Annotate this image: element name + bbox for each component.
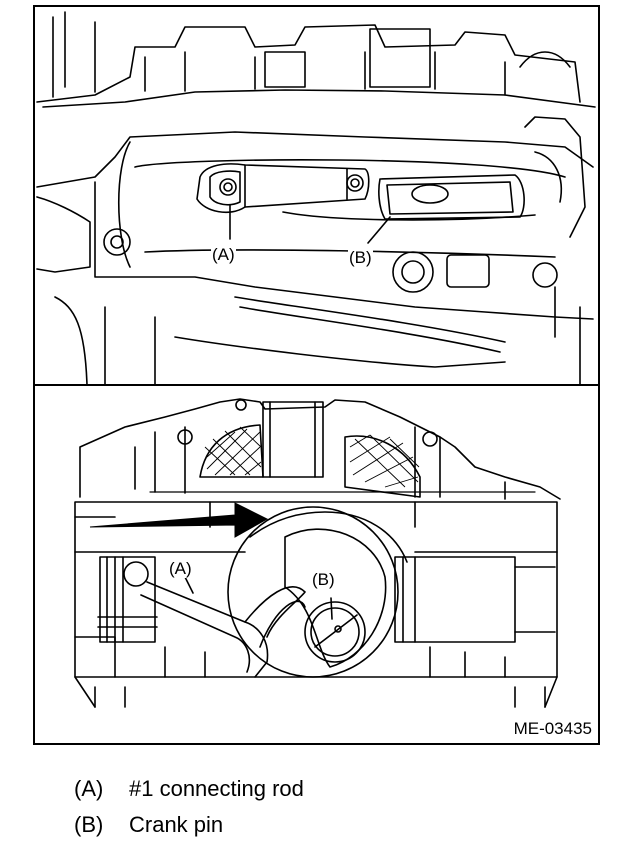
figure-id: ME-03435	[513, 719, 592, 738]
direction-arrow	[89, 502, 269, 538]
top-callout-b: (B)	[348, 248, 373, 267]
legend-text: #1 connecting rod	[129, 776, 304, 801]
hatch-pattern	[204, 426, 420, 488]
bottom-callout-a: (A)	[168, 559, 193, 578]
legend-text: Crank pin	[129, 812, 224, 837]
engine-illustration	[35, 11, 598, 708]
legend-item: (B) Crank pin	[74, 812, 304, 838]
bottom-callout-b: (B)	[311, 570, 336, 589]
legend: (A) #1 connecting rod (B) Crank pin	[74, 776, 304, 848]
legend-key: (A)	[74, 776, 104, 801]
technical-figure: (A) (B) (A) (B) ME-03435	[33, 5, 600, 745]
legend-key: (B)	[74, 812, 104, 837]
legend-item: (A) #1 connecting rod	[74, 776, 304, 802]
top-callout-a: (A)	[211, 245, 236, 264]
top-view-drawing	[36, 11, 596, 386]
bottom-view-drawing	[74, 398, 561, 708]
